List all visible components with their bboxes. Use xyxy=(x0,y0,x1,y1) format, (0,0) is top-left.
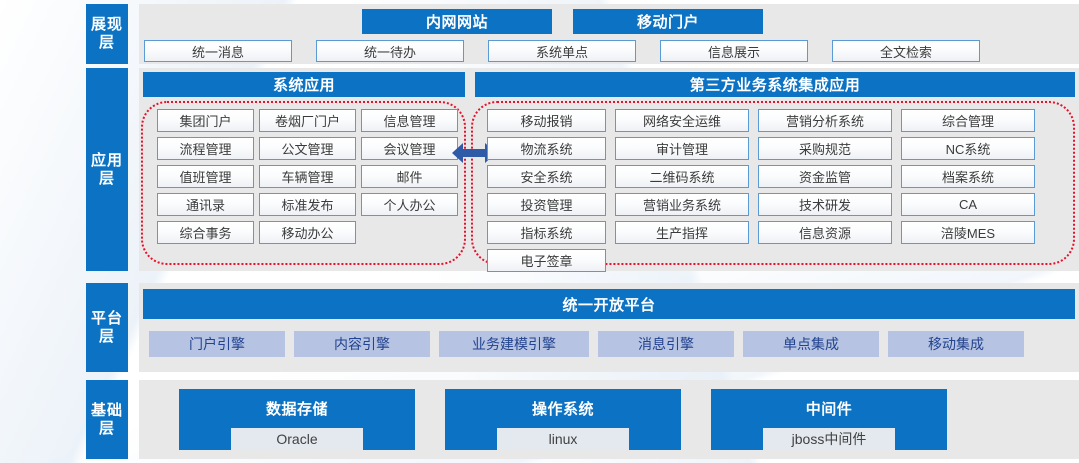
layer-label-infrastructure: 基础层 xyxy=(86,380,128,459)
infrastructure-block-operating-system[interactable]: 操作系统 linux xyxy=(445,389,681,450)
system-app-cell[interactable]: 移动办公 xyxy=(259,221,356,244)
system-app-cell[interactable]: 邮件 xyxy=(361,165,458,188)
third-party-app-cell[interactable]: 涪陵MES xyxy=(901,221,1035,244)
integration-double-arrow-icon xyxy=(449,140,499,166)
layer-label-platform: 平台层 xyxy=(86,283,128,372)
presentation-banner-intranet[interactable]: 内网网站 xyxy=(362,9,552,34)
system-app-cell[interactable]: 集团门户 xyxy=(157,109,254,132)
presentation-layer-panel: 内网网站 移动门户 统一消息 统一待办 系统单点 信息展示 全文检索 xyxy=(139,4,1079,64)
third-party-app-cell[interactable]: 安全系统 xyxy=(487,165,606,188)
third-party-app-cell[interactable]: 营销业务系统 xyxy=(615,193,749,216)
system-app-cell[interactable]: 个人办公 xyxy=(361,193,458,216)
application-layer-panel: 系统应用 第三方业务系统集成应用 集团门户 流程管理 值班管理 通讯录 综合事务… xyxy=(139,68,1079,272)
infrastructure-block-value[interactable]: linux xyxy=(497,428,629,450)
presentation-cell-full-text-search[interactable]: 全文检索 xyxy=(832,40,980,62)
system-app-cell[interactable]: 公文管理 xyxy=(259,137,356,160)
third-party-app-cell[interactable]: 二维码系统 xyxy=(615,165,749,188)
application-group-title-system-apps[interactable]: 系统应用 xyxy=(143,72,465,97)
third-party-app-cell[interactable]: 电子签章 xyxy=(487,249,606,272)
application-group-title-third-party[interactable]: 第三方业务系统集成应用 xyxy=(475,72,1075,97)
platform-layer-panel: 统一开放平台 门户引擎 内容引擎 业务建模引擎 消息引擎 单点集成 移动集成 xyxy=(139,283,1079,372)
system-app-cell[interactable]: 流程管理 xyxy=(157,137,254,160)
third-party-app-cell[interactable]: 生产指挥 xyxy=(615,221,749,244)
system-app-cell[interactable]: 标准发布 xyxy=(259,193,356,216)
platform-engine-chip[interactable]: 消息引擎 xyxy=(598,331,734,357)
third-party-app-cell[interactable]: 技术研发 xyxy=(758,193,892,216)
third-party-app-cell[interactable]: 信息资源 xyxy=(758,221,892,244)
system-app-cell[interactable]: 卷烟厂门户 xyxy=(259,109,356,132)
infrastructure-block-middleware[interactable]: 中间件 jboss中间件 xyxy=(711,389,947,450)
presentation-cell-information-display[interactable]: 信息展示 xyxy=(660,40,808,62)
third-party-app-cell[interactable]: 营销分析系统 xyxy=(758,109,892,132)
system-app-cell[interactable]: 会议管理 xyxy=(361,137,458,160)
system-app-cell[interactable]: 综合事务 xyxy=(157,221,254,244)
system-app-cell[interactable]: 值班管理 xyxy=(157,165,254,188)
system-app-cell[interactable]: 通讯录 xyxy=(157,193,254,216)
platform-engine-chip[interactable]: 门户引擎 xyxy=(149,331,285,357)
layer-label-platform-text: 平台层 xyxy=(90,309,123,345)
system-app-cell[interactable]: 信息管理 xyxy=(361,109,458,132)
infrastructure-block-value[interactable]: jboss中间件 xyxy=(763,428,895,450)
presentation-cell-unified-message[interactable]: 统一消息 xyxy=(144,40,292,62)
infrastructure-block-title: 数据存储 xyxy=(265,401,328,418)
presentation-banner-mobile-portal[interactable]: 移动门户 xyxy=(573,9,763,34)
infrastructure-block-data-storage[interactable]: 数据存储 Oracle xyxy=(179,389,415,450)
presentation-cell-unified-todo[interactable]: 统一待办 xyxy=(316,40,464,62)
platform-engine-chip[interactable]: 移动集成 xyxy=(888,331,1024,357)
third-party-app-cell[interactable]: 网络安全运维 xyxy=(615,109,749,132)
third-party-app-cell[interactable]: 移动报销 xyxy=(487,109,606,132)
third-party-app-cell[interactable]: 采购规范 xyxy=(758,137,892,160)
layer-label-presentation-text: 展现层 xyxy=(90,16,123,51)
third-party-app-cell[interactable]: 综合管理 xyxy=(901,109,1035,132)
presentation-cell-single-signon[interactable]: 系统单点 xyxy=(488,40,636,62)
third-party-app-cell[interactable]: CA xyxy=(901,193,1035,216)
infrastructure-block-title: 中间件 xyxy=(805,401,853,418)
layer-label-infrastructure-text: 基础层 xyxy=(90,401,123,437)
infrastructure-block-title: 操作系统 xyxy=(531,401,594,418)
third-party-app-cell[interactable]: 审计管理 xyxy=(615,137,749,160)
layer-label-application-text: 应用层 xyxy=(90,151,123,187)
layer-label-application: 应用层 xyxy=(86,68,128,271)
infrastructure-block-value[interactable]: Oracle xyxy=(231,428,363,450)
third-party-app-cell[interactable]: 物流系统 xyxy=(487,137,606,160)
third-party-app-cell[interactable]: 资金监管 xyxy=(758,165,892,188)
third-party-app-cell[interactable]: NC系统 xyxy=(901,137,1035,160)
system-app-cell[interactable]: 车辆管理 xyxy=(259,165,356,188)
platform-engine-chip[interactable]: 内容引擎 xyxy=(294,331,430,357)
platform-banner-unified-open-platform[interactable]: 统一开放平台 xyxy=(143,289,1075,319)
platform-engine-chip[interactable]: 单点集成 xyxy=(743,331,879,357)
third-party-app-cell[interactable]: 指标系统 xyxy=(487,221,606,244)
layer-label-presentation: 展现层 xyxy=(86,4,128,64)
infrastructure-layer-panel: 数据存储 Oracle 操作系统 linux 中间件 jboss中间件 xyxy=(139,380,1079,459)
third-party-app-cell[interactable]: 档案系统 xyxy=(901,165,1035,188)
third-party-app-cell[interactable]: 投资管理 xyxy=(487,193,606,216)
platform-engine-chip[interactable]: 业务建模引擎 xyxy=(439,331,589,357)
